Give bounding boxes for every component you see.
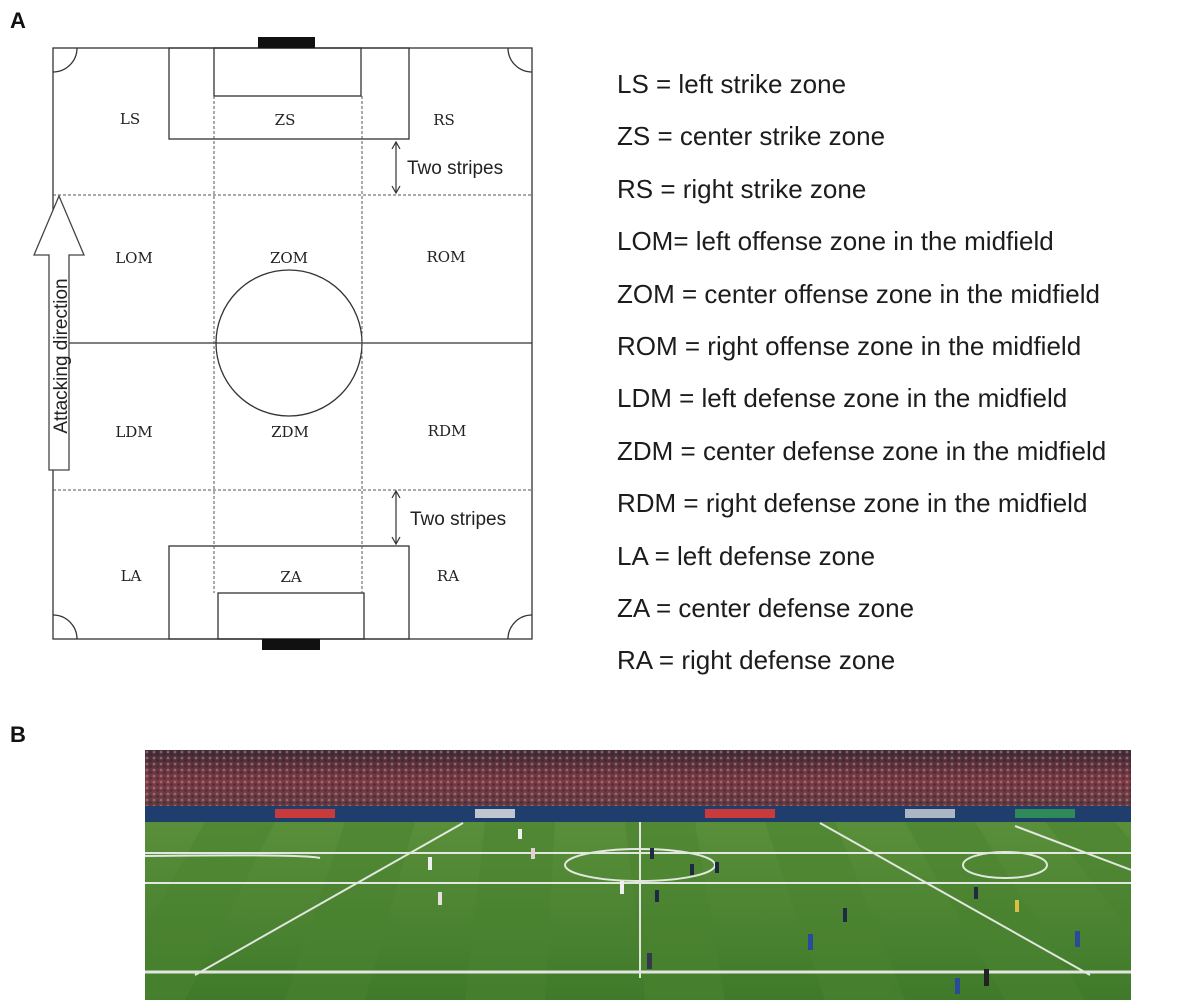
zone-rom: ROM	[427, 248, 466, 266]
bottom-goal-box	[217, 592, 365, 640]
zone-legend: LS = left strike zone ZS = center strike…	[617, 58, 1197, 687]
legend-item-za: ZA = center defense zone	[617, 592, 915, 623]
zone-ra: RA	[437, 567, 459, 585]
legend-item-rom: ROM = right offense zone in the midfield	[617, 330, 1082, 361]
zone-rs: RS	[433, 111, 455, 129]
panel-label-b: B	[10, 722, 26, 747]
corner-arc-top-left	[52, 47, 78, 73]
zone-ldm: LDM	[115, 423, 152, 441]
zone-zs: ZS	[275, 111, 296, 129]
legend-item-ra: RA = right defense zone	[617, 645, 896, 676]
zone-la: LA	[121, 567, 142, 585]
zone-zdm: ZDM	[271, 423, 309, 441]
zone-ls: LS	[120, 110, 140, 128]
zone-zom: ZOM	[270, 249, 308, 267]
legend-item-zom: ZOM = center offense zone in the midfiel…	[617, 278, 1100, 309]
legend-item-la: LA = left defense zone	[617, 540, 876, 571]
zone-rdm: RDM	[428, 422, 467, 440]
corner-arc-bottom-left	[52, 614, 78, 640]
bottom-goal	[262, 639, 320, 650]
stadium-photo-drawing	[145, 750, 1131, 1000]
advertising-boards	[145, 806, 1131, 822]
legend-item-ldm: LDM = left defense zone in the midfield	[617, 383, 1068, 414]
panel-label-a: A	[10, 8, 26, 33]
zone-lom: LOM	[115, 249, 153, 267]
attacking-direction-arrow-icon	[33, 194, 85, 471]
legend-item-rs: RS = right strike zone	[617, 173, 867, 204]
legend-item-lom: LOM= left offense zone in the midfield	[617, 226, 1054, 257]
zone-za: ZA	[280, 568, 301, 586]
corner-arc-bottom-right	[507, 614, 533, 640]
legend-item-zs: ZS = center strike zone	[617, 121, 886, 152]
stripes-label-bottom: Two stripes	[410, 509, 506, 530]
field-zone-diagram: Two stripes Two stripes Attacking direct…	[33, 37, 533, 650]
legend-item-zdm: ZDM = center defense zone in the midfiel…	[617, 435, 1107, 466]
legend-item-ls: LS = left strike zone	[617, 69, 847, 99]
legend-item-rdm: RDM = right defense zone in the midfield	[617, 488, 1088, 519]
attacking-direction-label: Attacking direction	[51, 278, 72, 433]
top-goal	[258, 37, 315, 48]
corner-arc-top-right	[507, 47, 533, 73]
stripes-label-top: Two stripes	[407, 158, 503, 179]
stadium-photo	[145, 750, 1131, 1000]
top-goal-box	[213, 47, 362, 97]
